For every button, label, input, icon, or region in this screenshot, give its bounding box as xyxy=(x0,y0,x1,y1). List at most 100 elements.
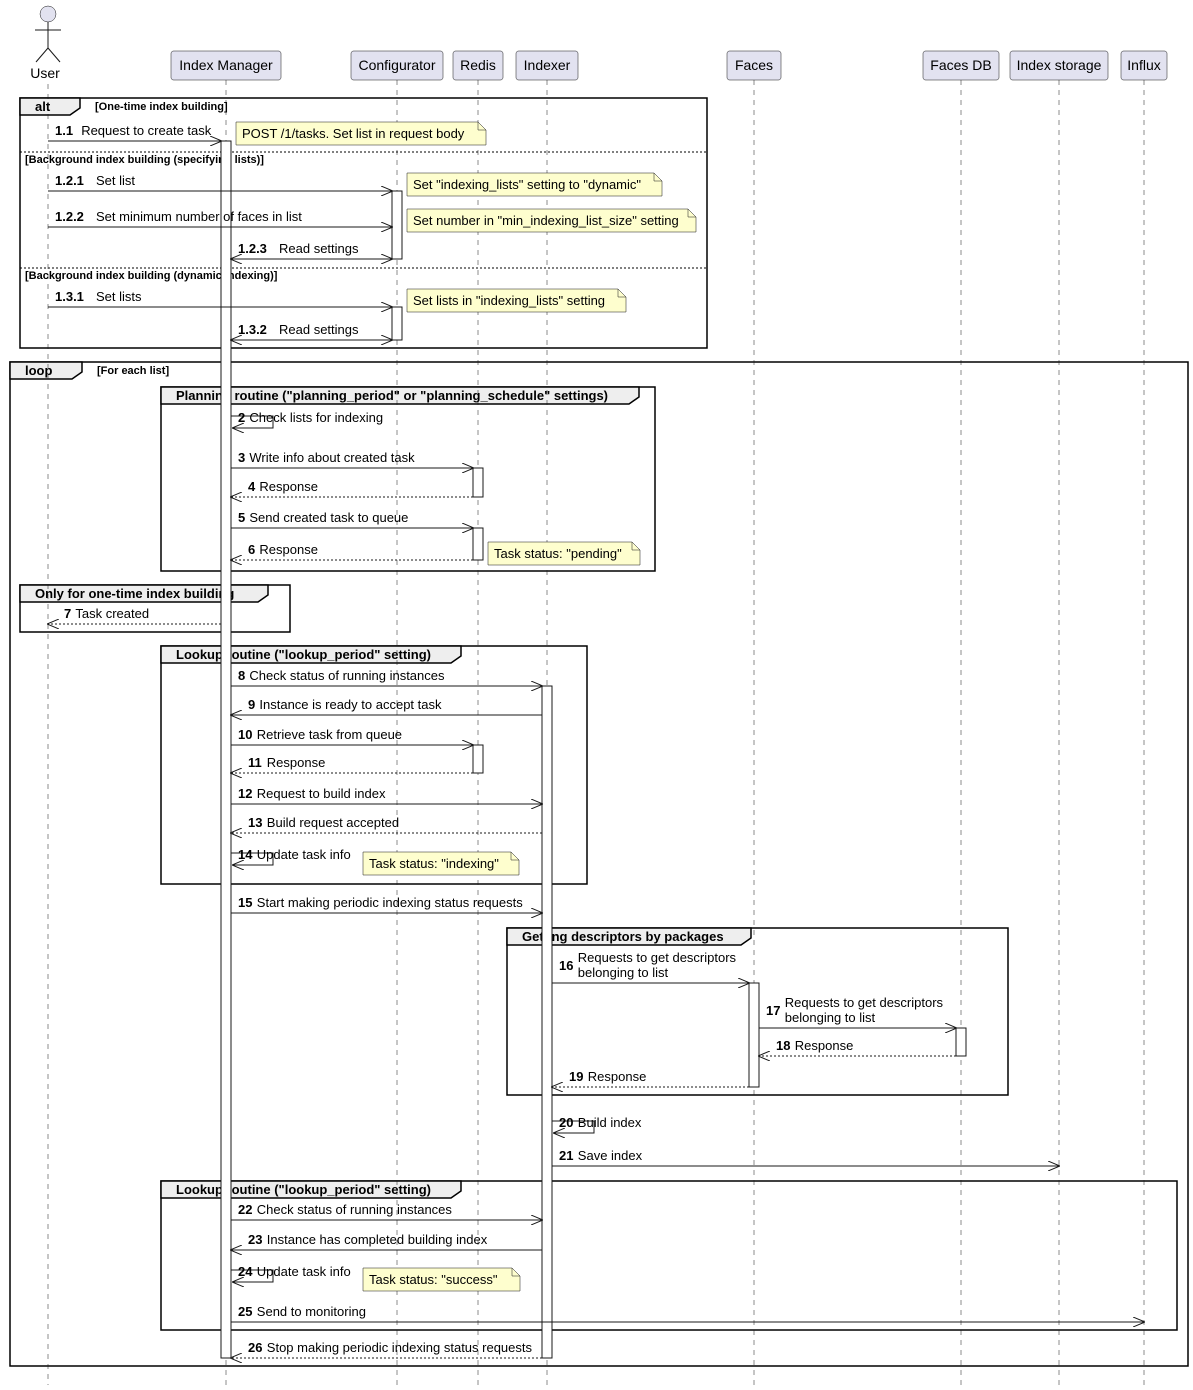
message-number: 20 xyxy=(559,1115,573,1130)
note-text: Set number in "min_indexing_list_size" s… xyxy=(413,213,679,228)
message-label: Start making periodic indexing status re… xyxy=(257,895,523,910)
note-fold-icon xyxy=(617,289,626,298)
note-fold-icon xyxy=(511,1268,520,1277)
activation-bar-idx xyxy=(541,685,553,1359)
note-box xyxy=(406,208,697,233)
message-number: 9 xyxy=(248,697,255,712)
participant-cfg: Configurator xyxy=(350,50,444,81)
note-fold-icon xyxy=(687,209,696,218)
message-label: Check status of running instances xyxy=(249,668,445,683)
message-number: 11 xyxy=(248,755,262,770)
note: Task status: "pending" xyxy=(487,541,641,566)
activation-bar-redis xyxy=(472,527,484,561)
message-label: Retrieve task from queue xyxy=(257,727,402,742)
note-fold-icon xyxy=(631,542,640,551)
frame-packages: Getting descriptors by packages xyxy=(506,927,1009,1096)
participant-influx: Influx xyxy=(1120,50,1168,81)
note-text: Task status: "success" xyxy=(369,1272,498,1287)
frame-border xyxy=(506,927,1009,1096)
participant-idx: Indexer xyxy=(515,50,579,81)
participant-box xyxy=(350,50,444,81)
frame-tab xyxy=(9,361,83,380)
participant-label: Faces DB xyxy=(930,57,991,73)
note-fold-icon xyxy=(477,122,486,131)
frame-label: Lookup routine ("lookup_period" setting) xyxy=(176,647,431,662)
message-number: 5 xyxy=(238,510,245,525)
note-fold-icon xyxy=(510,852,519,861)
message-number: 2 xyxy=(238,410,245,425)
actor-user: User xyxy=(30,5,61,81)
frame-tab xyxy=(160,1180,462,1199)
message-number: 16 xyxy=(559,958,573,973)
frame-lookup2: Lookup routine ("lookup_period" setting) xyxy=(160,1180,1178,1331)
message-self-arrow xyxy=(231,852,274,865)
actor-leg-icon xyxy=(47,47,61,63)
participant-label: Indexer xyxy=(524,57,571,73)
participant-box xyxy=(726,50,782,81)
message-number: 1.2.2 xyxy=(55,209,84,224)
message-number: 10 xyxy=(238,727,252,742)
note-box xyxy=(235,121,487,146)
frame-label: Planning routine ("planning_period" or "… xyxy=(176,388,608,403)
participant-box xyxy=(922,50,1000,81)
frame-label: alt xyxy=(35,99,51,114)
note-box xyxy=(362,1267,521,1292)
message-5: 5 Send created task to queue xyxy=(231,510,473,528)
frame-onetime: Only for one-time index building xyxy=(19,584,291,633)
message-label: Write info about created task xyxy=(249,450,415,465)
note-box xyxy=(406,288,627,313)
message-label: Set minimum number of faces in list xyxy=(96,209,302,224)
message-26: 26 Stop making periodic indexing status r… xyxy=(231,1340,542,1358)
message-label: belonging to list xyxy=(578,965,669,980)
message-label: Build index xyxy=(578,1115,642,1130)
frame-label: Getting descriptors by packages xyxy=(522,929,724,944)
frame-lookup1: Lookup routine ("lookup_period" setting) xyxy=(160,645,588,885)
frame-label: Lookup routine ("lookup_period" setting) xyxy=(176,1182,431,1197)
frame-alt: alt[One-time index building][Background … xyxy=(19,97,708,349)
activation-bar-cfg xyxy=(391,190,403,260)
frame-tab xyxy=(160,645,462,664)
message-label: Instance has completed building index xyxy=(267,1232,488,1247)
message-number: 22 xyxy=(238,1202,252,1217)
message-number: 17 xyxy=(766,1003,780,1018)
message-label: Response xyxy=(259,542,318,557)
note: Task status: "success" xyxy=(362,1267,521,1292)
message-label: Update task info xyxy=(257,847,351,862)
message-label: Set list xyxy=(96,173,135,188)
message-number: 26 xyxy=(248,1340,262,1355)
activation-bar-faces xyxy=(748,982,760,1088)
message-label: Response xyxy=(588,1069,647,1084)
message-number: 7 xyxy=(64,606,71,621)
participant-box xyxy=(515,50,579,81)
frame-tab xyxy=(506,927,752,946)
activation-bar-cfg xyxy=(391,306,403,341)
message-self-arrow xyxy=(231,1269,274,1282)
note-text: Set lists in "indexing_lists" setting xyxy=(413,293,605,308)
message-label: Stop making periodic indexing status req… xyxy=(267,1340,533,1355)
note-box xyxy=(406,172,663,197)
message-label: Request to build index xyxy=(257,786,386,801)
message-number: 24 xyxy=(238,1264,253,1279)
participant-box xyxy=(170,50,282,81)
message-label: Request to create task xyxy=(81,123,212,138)
message-label: Build request accepted xyxy=(267,815,399,830)
message-10: 10 Retrieve task from queue xyxy=(231,727,473,745)
message-number: 1.2.3 xyxy=(238,241,267,256)
message-label: Response xyxy=(259,479,318,494)
message-label: Requests to get descriptors xyxy=(578,950,737,965)
activation-bar-fdb xyxy=(955,1027,967,1057)
message-label: Send created task to queue xyxy=(249,510,408,525)
message-number: 25 xyxy=(238,1304,252,1319)
